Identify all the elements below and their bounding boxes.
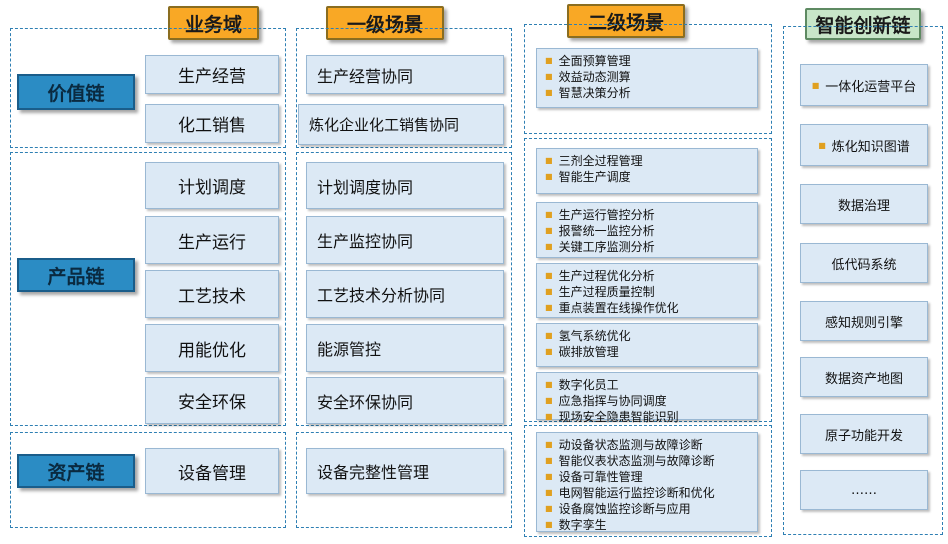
- group-asset-domain: [10, 432, 286, 528]
- domain-label: 化工销售: [178, 116, 246, 136]
- domain-label: 计划调度: [178, 178, 246, 198]
- scene1-label: 能源管控: [317, 340, 382, 359]
- group-product-domain: [10, 152, 286, 426]
- domain-label: 设备管理: [178, 463, 246, 484]
- innovation-item: 原子功能开发: [800, 414, 928, 454]
- scene2-item: 数字化员工: [545, 377, 749, 393]
- innovation-item: 数据治理: [800, 184, 928, 224]
- scene1-label: 炼化企业化工销售协同: [309, 116, 460, 134]
- scene1-box: 生产经营协同: [306, 55, 504, 94]
- innovation-item: 数据资产地图: [800, 357, 928, 397]
- scene1-box: 安全环保协同: [306, 377, 504, 424]
- group-asset-level2: [524, 425, 772, 537]
- scene1-box: 炼化企业化工销售协同: [298, 104, 504, 145]
- scene2-item: 智能生产调度: [545, 169, 749, 185]
- scene2-item: 全面预算管理: [545, 53, 749, 69]
- domain-label: 安全环保: [178, 393, 246, 413]
- domain-box: 计划调度: [145, 162, 279, 209]
- scene2-item: 动设备状态监测与故障诊断: [545, 437, 749, 453]
- scene2-item: 生产过程优化分析: [545, 268, 749, 284]
- scene1-label: 生产监控协同: [317, 232, 414, 251]
- scene2-item: 电网智能运行监控诊断和优化: [545, 485, 749, 501]
- group-asset-level1: [296, 432, 512, 528]
- innovation-label: 原子功能开发: [824, 428, 903, 444]
- innovation-item: ■ 炼化知识图谱: [800, 124, 928, 166]
- innovation-item: ……: [800, 470, 928, 510]
- innovation-label: 低代码系统: [831, 257, 897, 273]
- domain-box: 安全环保: [145, 377, 279, 424]
- group-value-level2: [524, 24, 772, 134]
- scene1-box: 计划调度协同: [306, 162, 504, 209]
- domain-box: 用能优化: [145, 324, 279, 372]
- innovation-label: ……: [851, 482, 877, 498]
- scene2-item: 报警统一监控分析: [545, 223, 749, 239]
- innovation-label: 炼化知识图谱: [831, 139, 910, 155]
- group-innovation: [783, 26, 943, 535]
- chain-product: 产品链: [17, 258, 135, 292]
- domain-box: 化工销售: [145, 104, 279, 143]
- scene1-box: 生产监控协同: [306, 216, 504, 264]
- scene2-box: 动设备状态监测与故障诊断 智能仪表状态监测与故障诊断 设备可靠性管理 电网智能运…: [536, 432, 758, 532]
- scene2-item: 三剂全过程管理: [545, 153, 749, 169]
- group-value-level1: [296, 28, 512, 148]
- scene2-item: 效益动态测算: [545, 69, 749, 85]
- domain-label: 生产经营: [178, 67, 246, 87]
- domain-label: 工艺技术: [178, 286, 246, 307]
- innovation-label: 数据资产地图: [824, 371, 903, 387]
- scene2-item: 设备腐蚀监控诊断与应用: [545, 501, 749, 517]
- domain-box: 工艺技术: [145, 270, 279, 318]
- scene2-item: 重点装置在线操作优化: [545, 300, 749, 316]
- chain-value: 价值链: [17, 74, 135, 110]
- bullet-icon: ■: [818, 140, 826, 150]
- innovation-item: 低代码系统: [800, 243, 928, 283]
- domain-box: 生产运行: [145, 216, 279, 264]
- scene2-item: 碳排放管理: [545, 344, 749, 360]
- scene2-item: 生产运行管控分析: [545, 207, 749, 223]
- scene1-label: 设备完整性管理: [317, 463, 430, 482]
- scene2-box: 全面预算管理 效益动态测算 智慧决策分析: [536, 48, 758, 108]
- innovation-item: ■ 一体化运营平台: [800, 64, 928, 106]
- domain-label: 生产运行: [178, 232, 246, 253]
- scene1-box: 工艺技术分析协同: [306, 270, 504, 318]
- scene2-item: 氢气系统优化: [545, 328, 749, 344]
- domain-box: 设备管理: [145, 448, 279, 494]
- header-domain: 业务域: [168, 6, 259, 40]
- scene2-item: 关键工序监测分析: [545, 239, 749, 255]
- scene1-label: 工艺技术分析协同: [317, 286, 446, 305]
- group-value-domain: [10, 28, 286, 148]
- header-level2: 二级场景: [567, 4, 685, 38]
- scene1-label: 生产经营协同: [317, 66, 414, 86]
- scene2-item: 应急指挥与协同调度: [545, 393, 749, 409]
- scene2-box: 数字化员工 应急指挥与协同调度 现场安全隐患智能识别: [536, 372, 758, 424]
- header-level1: 一级场景: [326, 6, 444, 40]
- innovation-label: 数据治理: [837, 198, 890, 214]
- group-product-level1: [296, 152, 512, 426]
- scene2-item: 智能仪表状态监测与故障诊断: [545, 453, 749, 469]
- chain-asset: 资产链: [17, 454, 135, 488]
- scene2-item: 生产过程质量控制: [545, 284, 749, 300]
- scene1-label: 安全环保协同: [317, 392, 414, 412]
- scene2-box: 氢气系统优化 碳排放管理: [536, 323, 758, 367]
- scene1-label: 计划调度协同: [317, 177, 414, 197]
- innovation-item: 感知规则引擎: [800, 301, 928, 341]
- scene2-item: 数字孪生: [545, 517, 749, 533]
- scene2-box: 生产运行管控分析 报警统一监控分析 关键工序监测分析: [536, 202, 758, 258]
- scene2-box: 生产过程优化分析 生产过程质量控制 重点装置在线操作优化: [536, 263, 758, 318]
- bullet-icon: ■: [811, 80, 820, 90]
- scene2-item: 设备可靠性管理: [545, 469, 749, 485]
- scene1-box: 能源管控: [306, 324, 504, 372]
- scene2-item: 智慧决策分析: [545, 85, 749, 101]
- domain-box: 生产经营: [145, 55, 279, 94]
- scene1-box: 设备完整性管理: [306, 448, 504, 494]
- innovation-label: 感知规则引擎: [824, 315, 903, 331]
- domain-label: 用能优化: [178, 340, 246, 361]
- header-innovation: 智能创新链: [805, 8, 921, 40]
- scene2-item: 现场安全隐患智能识别: [545, 409, 749, 425]
- scene2-box: 三剂全过程管理 智能生产调度: [536, 148, 758, 194]
- innovation-label: 一体化运营平台: [825, 79, 917, 95]
